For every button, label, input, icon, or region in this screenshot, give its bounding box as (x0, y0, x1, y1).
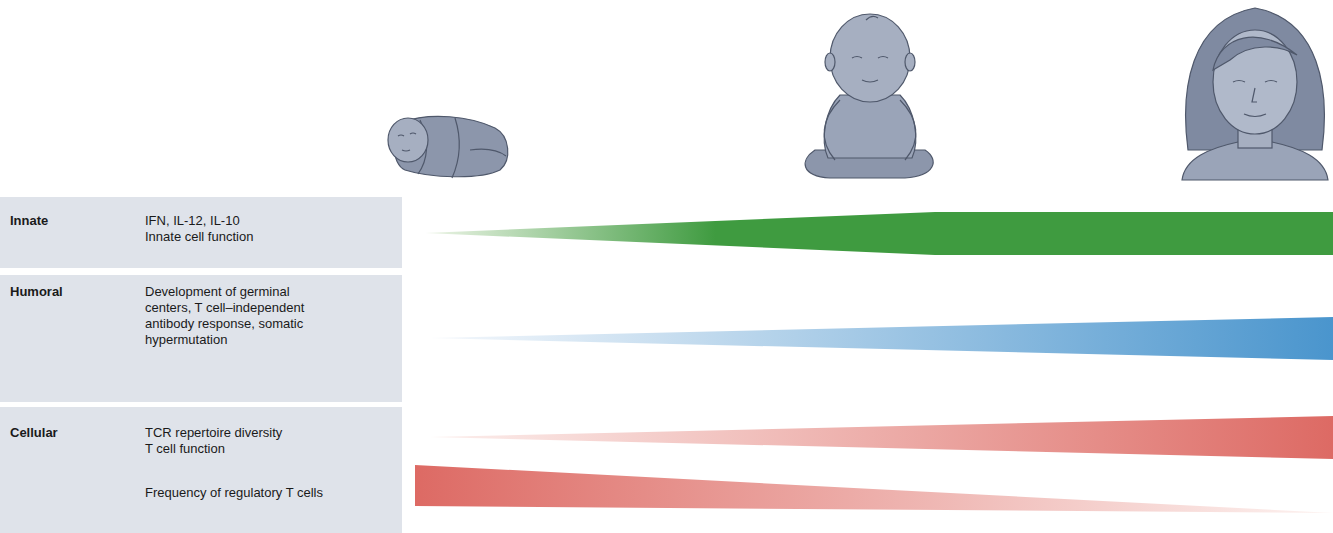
cellular-wedge (430, 416, 1333, 459)
newborn-head (388, 118, 428, 162)
band-text: Development of germinal centers, T cell–… (145, 284, 320, 348)
adult-face (1213, 30, 1297, 134)
innate-band: Innate IFN, IL-12, IL-10 Innate cell func… (0, 197, 402, 268)
newborn-face (398, 133, 416, 151)
infant-torso (824, 95, 916, 158)
newborn-figure (388, 116, 508, 178)
infant-face (852, 16, 888, 82)
adult-face-lines (1233, 81, 1277, 117)
innate-wedge (425, 212, 1333, 255)
band-text: Frequency of regulatory T cells (145, 485, 385, 501)
band-heading: Humoral (10, 284, 130, 300)
band-heading: Cellular (10, 425, 130, 441)
band-text: IFN, IL-12, IL-10 Innate cell function (145, 213, 265, 245)
band-text: TCR repertoire diversity T cell function (145, 425, 287, 457)
infant-ear (905, 53, 915, 71)
infant-head (830, 14, 910, 102)
infant-ear (825, 53, 835, 71)
band-heading: Innate (10, 213, 130, 229)
humoral-band: Humoral Development of germinal centers, … (0, 275, 402, 402)
adult-figure (1182, 8, 1328, 180)
infant-arms (824, 100, 916, 160)
cellular-band: Cellular TCR repertoire diversity T cell … (0, 407, 402, 533)
adult-fringe (1213, 37, 1297, 70)
humoral-wedge (430, 317, 1333, 360)
adult-hair (1186, 8, 1325, 150)
treg-wedge (415, 465, 1333, 513)
swaddle-fold (418, 118, 506, 178)
infant-figure (805, 14, 933, 178)
